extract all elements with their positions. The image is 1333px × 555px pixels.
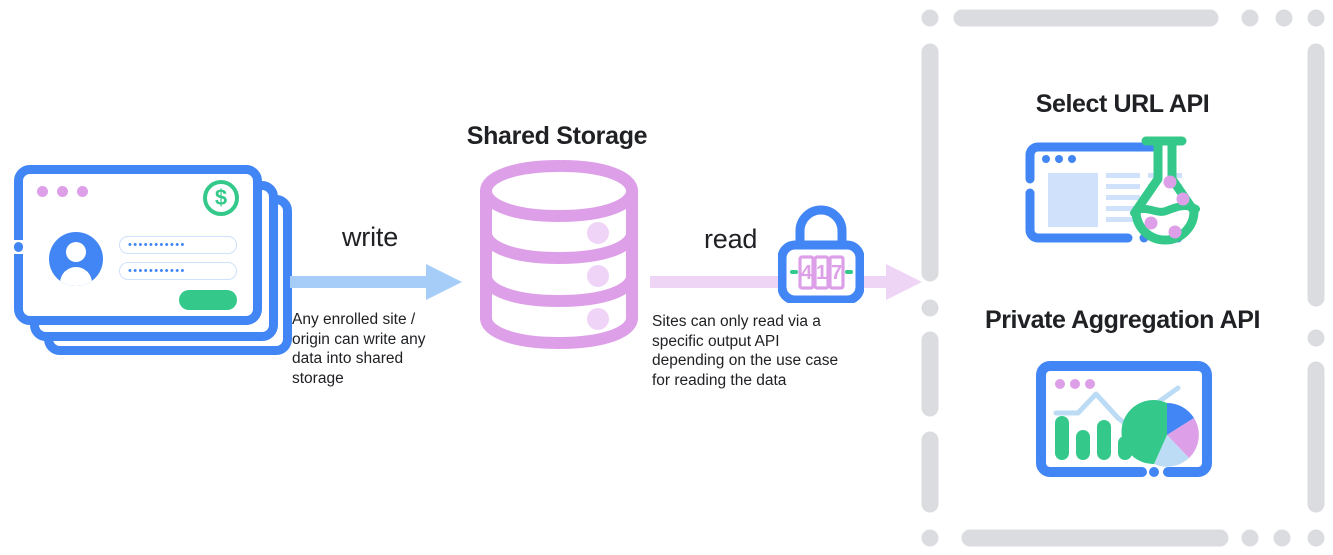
output-apis-panel: Select URL API Private Aggregation API [920,8,1325,548]
write-arrow-icon [290,264,462,300]
database-cylinder-icon [479,160,639,350]
window-traffic-dots [37,186,88,197]
private-agg-icon-svg [1036,361,1212,477]
storage-row-dot-3 [587,308,609,330]
password-field[interactable]: ••••••••••• [119,262,237,280]
select-url-icon-svg [1025,136,1200,245]
window-dot-1 [37,186,48,197]
lock-digit-2: 1 [816,262,827,284]
browser-dots [1042,155,1076,163]
storage-row-dot-1 [587,222,609,244]
write-description: Any enrolled site / origin can write any… [292,311,426,387]
lock-dash-left [790,270,798,274]
read-label: read [704,224,758,254]
username-field[interactable]: ••••••••••• [119,236,237,254]
content-block [1048,173,1098,227]
bar-chart [1055,416,1132,460]
read-description: Sites can only read via a specific outpu… [652,313,839,389]
window-dot-3 [77,186,88,197]
panel-dashed-border [921,9,1325,547]
browser-dots [1055,379,1095,389]
private-aggregation-api-title: Private Aggregation API [984,306,1261,334]
dollar-coin-icon: $ [203,180,239,216]
combination-lock-icon: 4 1 7 [777,203,865,305]
lock-digit-wheels: 4 1 7 [798,255,845,290]
pie-chart [1121,400,1199,467]
shared-storage-title: Shared Storage [466,122,648,150]
user-avatar-icon [49,232,103,286]
lock-digit-3: 7 [831,262,842,284]
flask-icon [1130,136,1200,245]
sites-stack-illustration: $ ••••••••••• ••••••••••• [14,165,299,360]
lock-digit-1: 4 [801,262,813,284]
window-dot-2 [57,186,68,197]
shared-storage-group: Shared Storage [452,122,662,352]
storage-row-dot-2 [587,265,609,287]
browser-with-flask-icon [1018,135,1228,250]
write-label: write [342,222,399,252]
window-left-notch [14,240,23,254]
write-flow-group: write Any enrolled site / origin can wri… [290,222,465,392]
password-field-value: ••••••••••• [128,265,186,277]
browser-window-front: $ ••••••••••• ••••••••••• [14,165,262,325]
submit-button[interactable] [179,290,237,310]
select-url-api-title: Select URL API [1035,90,1210,118]
browser-with-charts-icon [1030,358,1218,480]
lock-dash-right [845,270,853,274]
lock-svg: 4 1 7 [777,205,865,305]
username-field-value: ••••••••••• [128,239,186,251]
